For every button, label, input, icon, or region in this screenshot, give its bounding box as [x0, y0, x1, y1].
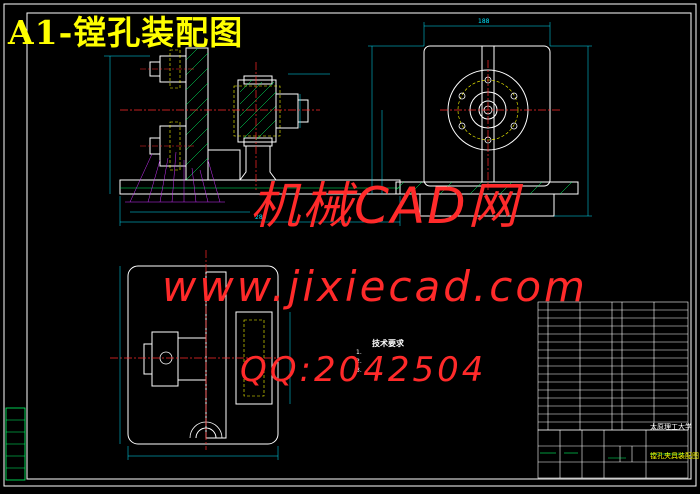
- watermark-url: www.jixiecad.com: [162, 262, 588, 311]
- dim-base-width: 188: [478, 18, 490, 25]
- watermark-site: 机械CAD网: [250, 177, 520, 235]
- front-view: [104, 47, 401, 226]
- tech-note-3: 3.: [356, 367, 362, 374]
- watermark-qq: QQ:2042504: [240, 350, 487, 390]
- sheet-border: [3, 3, 697, 487]
- side-view: [368, 22, 592, 217]
- title-block-drawing-name: 镗孔夹具装配图: [650, 452, 699, 460]
- dim-overall-length: 280: [255, 214, 267, 221]
- technical-requirements: 技术要求 1. 2. 3.: [356, 339, 404, 375]
- title-block-marks: [540, 452, 684, 459]
- title-block-university: 太原理工大学: [650, 423, 692, 431]
- tech-note-2: 2.: [356, 358, 362, 365]
- technical-requirements-title: 技术要求: [372, 339, 404, 348]
- title-block: [537, 429, 689, 479]
- tech-note-1: 1.: [356, 349, 362, 356]
- drawing-frame: [26, 12, 692, 480]
- parts-list: [537, 301, 689, 431]
- drawing-title: A1-镗孔装配图: [8, 13, 244, 52]
- margin-stamp: [5, 407, 26, 481]
- top-view: [110, 250, 291, 460]
